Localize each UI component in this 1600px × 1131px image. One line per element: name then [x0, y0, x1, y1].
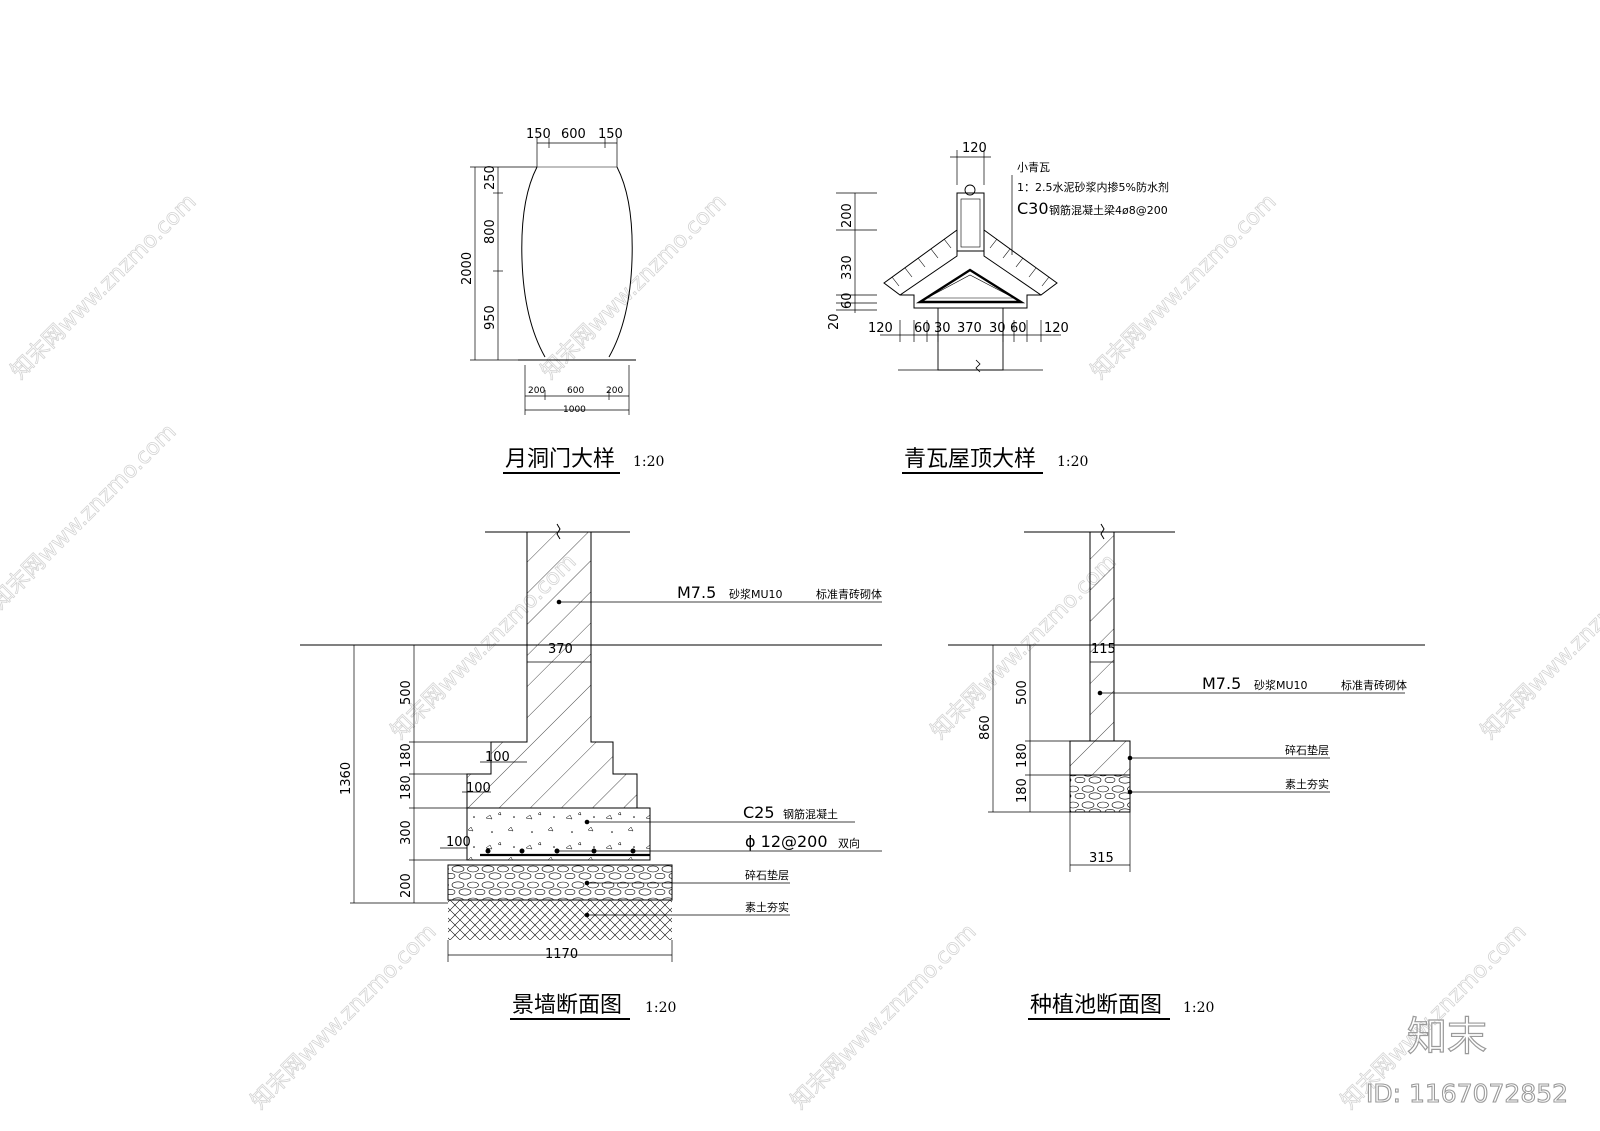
dim-label: 250: [483, 165, 498, 190]
dim-label: 500: [399, 680, 414, 705]
dim-label: 1360: [339, 762, 354, 795]
wall-note: 钢筋混凝土: [783, 807, 838, 821]
dim-label: 100: [446, 835, 471, 850]
dim-label: 315: [1089, 851, 1114, 866]
planter-title: 种植池断面图: [1030, 993, 1162, 1018]
planter-note: 砂浆MU10: [1254, 678, 1308, 692]
roof-note: C30: [1017, 199, 1049, 218]
wall-note: 双向: [838, 836, 860, 850]
dim-label: 120: [1044, 321, 1069, 336]
wall-note: 素土夯实: [745, 900, 789, 914]
watermark-text: 知末网www.znzmo.com: [7, 189, 202, 384]
wall-title: 景墙断面图: [512, 993, 622, 1018]
planter-note: 标准青砖砌体: [1341, 678, 1407, 692]
dim-label: 300: [399, 820, 414, 845]
wall-scale: 1:20: [645, 1000, 676, 1016]
dim-label: 150: [598, 127, 623, 142]
dim-label: 120: [868, 321, 893, 336]
roof-note: 钢筋混凝土梁4ø8@200: [1049, 203, 1168, 217]
planter-note: 素土夯实: [1285, 777, 1329, 791]
wall-note: 碎石垫层: [745, 868, 789, 882]
roof-scale: 1:20: [1057, 454, 1088, 470]
roof-title: 青瓦屋顶大样: [904, 447, 1036, 472]
dim-label: 600: [567, 386, 584, 396]
compacted-soil: [448, 900, 672, 940]
dim-label: 1000: [563, 405, 586, 415]
moon-gate-outline: [521, 166, 633, 358]
gravel-layer: [1069, 740, 1131, 776]
planter-section: 115 500 180 180 860 315 M7.5 砂浆MU10 标准青砖…: [948, 523, 1425, 1020]
dim-label: 200: [528, 386, 545, 396]
dim-label: 200: [606, 386, 623, 396]
dim-label: 950: [483, 305, 498, 330]
dim-label: 800: [483, 219, 498, 244]
wall-note: C25: [743, 803, 775, 822]
dim-label: 100: [466, 781, 491, 796]
watermark-text: 知末网www.znzmo.com: [537, 189, 732, 384]
dim-label: 30: [934, 321, 951, 336]
brand-block: 知末 ID: 1167072852: [1365, 1013, 1568, 1108]
dim-label: 60: [840, 292, 855, 309]
dim-label: 180: [399, 743, 414, 768]
dim-label: 120: [962, 141, 987, 156]
planter-note: 碎石垫层: [1285, 743, 1329, 757]
dim-label: 200: [840, 203, 855, 228]
roof-note: 小青瓦: [1017, 161, 1050, 174]
wall-note: M7.5: [677, 583, 716, 602]
dim-label: 115: [1091, 642, 1116, 657]
wall-note: 砂浆MU10: [729, 587, 783, 601]
dim-label: 150: [526, 127, 551, 142]
compacted-soil: [1069, 774, 1131, 813]
wall-section: 370 500 180 180 300 200 1360 100 100 100…: [300, 523, 882, 1020]
watermark-text: 知末网www.znzmo.com: [247, 919, 442, 1114]
dim-label: 180: [1015, 778, 1030, 803]
dim-label: 370: [957, 321, 982, 336]
moon-gate-left-dims: [470, 166, 537, 361]
dim-label: 600: [561, 127, 586, 142]
dim-label: 60: [1010, 321, 1027, 336]
planter-wall: [1089, 531, 1115, 742]
dim-label: 860: [978, 715, 993, 740]
dim-label: 2000: [460, 252, 475, 285]
roof-note: 1：2.5水泥砂浆内掺5%防水剂: [1017, 180, 1169, 194]
gravel-layer: [447, 864, 673, 901]
brand-logo: 知末: [1407, 1014, 1487, 1060]
moon-gate-bottom-dims: [524, 365, 630, 415]
planter-note: M7.5: [1202, 674, 1241, 693]
brand-id: ID: 1167072852: [1366, 1079, 1568, 1108]
roof-detail: 120 200 330 60 20 120 60 30 370 30 60 12…: [827, 141, 1169, 474]
watermark-text: 知末网www.znzmo.com: [1087, 189, 1282, 384]
dim-label: 180: [1015, 743, 1030, 768]
dim-label: 30: [989, 321, 1006, 336]
dim-label: 330: [840, 255, 855, 280]
dim-label: 60: [914, 321, 931, 336]
dim-label: 370: [548, 642, 573, 657]
wall-body: [466, 531, 638, 809]
watermark-layer: 知末网www.znzmo.com 知末网www.znzmo.com 知末网www…: [0, 189, 1600, 1115]
moon-gate-title: 月洞门大样: [505, 447, 615, 472]
wall-note: ϕ 12@200: [745, 832, 828, 851]
moon-gate-top-dims: [536, 138, 618, 167]
dim-label: 20: [827, 313, 842, 330]
dim-label: 500: [1015, 680, 1030, 705]
moon-gate-scale: 1:20: [633, 454, 664, 470]
watermark-text: 知末网www.znzmo.com: [0, 419, 181, 614]
dim-label: 200: [399, 873, 414, 898]
dim-label: 180: [399, 775, 414, 800]
watermark-text: 知末网www.znzmo.com: [787, 919, 982, 1114]
watermark-text: 知末网www.znzmo.com: [1477, 549, 1600, 744]
dim-label: 100: [485, 750, 510, 765]
dim-label: 1170: [545, 947, 578, 962]
planter-scale: 1:20: [1183, 1000, 1214, 1016]
wall-note: 标准青砖砌体: [816, 587, 882, 601]
moon-gate-detail: 150 600 150 250 800 950 2000 200 600 200…: [460, 127, 664, 474]
